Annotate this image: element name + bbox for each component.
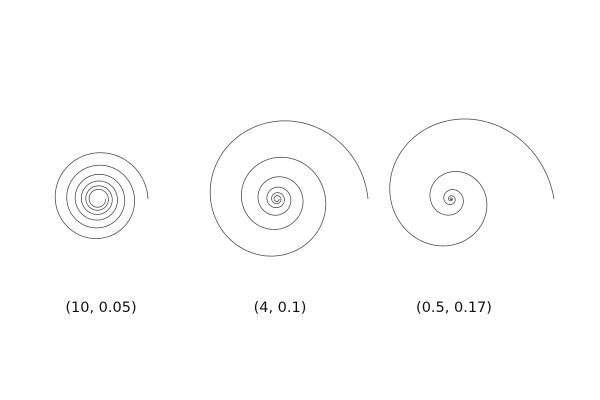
spiral-3-curve: [389, 118, 555, 247]
spiral-2-curve: [209, 120, 369, 257]
spiral-1-curve: [54, 152, 149, 239]
spiral-3-label: (0.5, 0.17): [416, 300, 492, 316]
spiral-2-label: (4, 0.1): [254, 300, 307, 316]
spiral-2: (4, 0.1): [209, 120, 369, 316]
spiral-1-label: (10, 0.05): [65, 300, 136, 316]
spiral-1: (10, 0.05): [54, 152, 149, 316]
spiral-3: (0.5, 0.17): [389, 118, 555, 316]
